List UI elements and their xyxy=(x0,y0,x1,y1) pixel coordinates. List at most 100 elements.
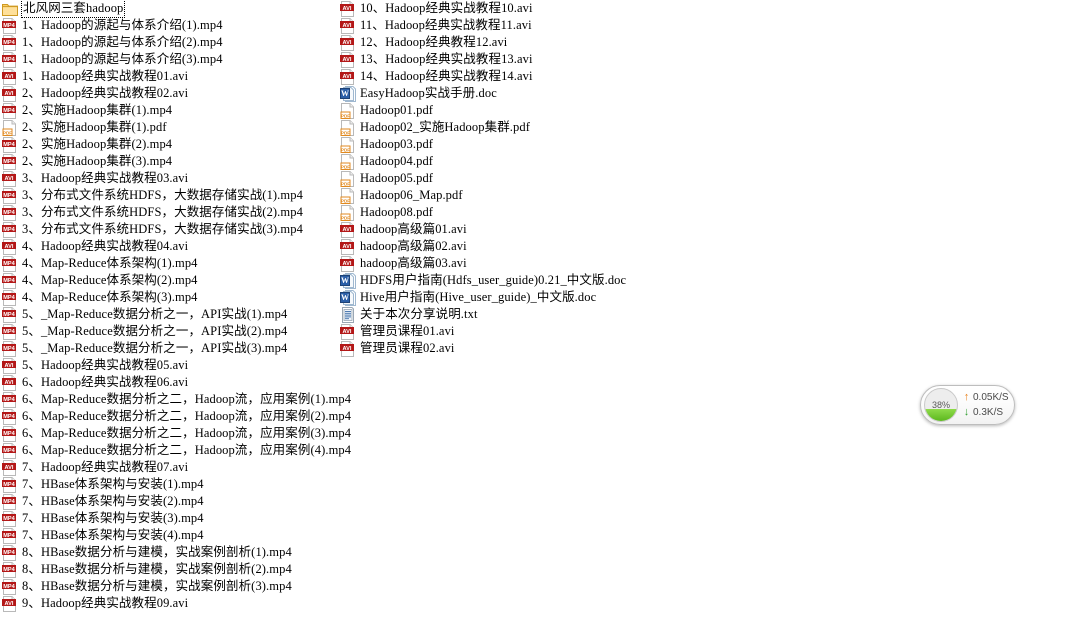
svg-text:MP4: MP4 xyxy=(3,108,15,114)
svg-text:AVI: AVI xyxy=(5,601,14,607)
file-row[interactable]: W HDFS用户指南(Hdfs_user_guide)0.21_中文版.doc xyxy=(338,272,626,289)
speed-readout: ↑ 0.05K/S ↓ 0.3K/S xyxy=(962,391,1009,420)
file-name-label: 6、Map-Reduce数据分析之二，Hadoop流，应用案例(3).mp4 xyxy=(22,426,352,440)
mp4-icon: MP4 xyxy=(2,221,18,238)
svg-text:AVI: AVI xyxy=(5,91,14,97)
file-row[interactable]: MP4 8、HBase数据分析与建模，实战案例剖析(2).mp4 xyxy=(0,561,351,578)
svg-text:AVI: AVI xyxy=(343,244,352,250)
file-row[interactable]: AVI 14、Hadoop经典实战教程14.avi xyxy=(338,68,626,85)
avi-icon: AVI xyxy=(2,595,18,612)
svg-text:AVI: AVI xyxy=(5,380,14,386)
svg-text:MP4: MP4 xyxy=(3,57,15,63)
svg-text:MP4: MP4 xyxy=(3,278,15,284)
pdf-icon: PDF xyxy=(340,119,356,136)
svg-text:AVI: AVI xyxy=(343,346,352,352)
file-name-label: 14、Hadoop经典实战教程14.avi xyxy=(360,69,533,83)
svg-text:PDF: PDF xyxy=(341,147,350,152)
file-name-label: 关于本次分享说明.txt xyxy=(360,307,478,321)
svg-text:AVI: AVI xyxy=(5,176,14,182)
file-row[interactable]: MP4 6、Map-Reduce数据分析之二，Hadoop流，应用案例(3).mp… xyxy=(0,425,351,442)
svg-text:MP4: MP4 xyxy=(3,567,15,573)
doc-icon: W xyxy=(340,289,356,306)
svg-text:MP4: MP4 xyxy=(3,516,15,522)
doc-icon: W xyxy=(340,272,356,289)
file-name-label: 8、HBase数据分析与建模，实战案例剖析(2).mp4 xyxy=(22,562,292,576)
file-name-label: 5、Hadoop经典实战教程05.avi xyxy=(22,358,189,372)
file-name-label: 管理员课程02.avi xyxy=(360,341,455,355)
download-speed-row: ↓ 0.3K/S xyxy=(962,406,1009,420)
svg-text:AVI: AVI xyxy=(5,244,14,250)
file-row[interactable]: AVI 管理员课程02.avi xyxy=(338,340,626,357)
file-name-label: HDFS用户指南(Hdfs_user_guide)0.21_中文版.doc xyxy=(360,273,627,287)
mp4-icon: MP4 xyxy=(2,408,18,425)
svg-text:AVI: AVI xyxy=(5,74,14,80)
mp4-icon: MP4 xyxy=(2,578,18,595)
file-name-label: Hadoop01.pdf xyxy=(360,103,434,117)
network-speed-widget[interactable]: 38% ↑ 0.05K/S ↓ 0.3K/S xyxy=(920,385,1015,425)
file-name-label: 10、Hadoop经典实战教程10.avi xyxy=(360,1,533,15)
file-name-label: 3、分布式文件系统HDFS，大数据存储实战(1).mp4 xyxy=(22,188,303,202)
avi-icon: AVI xyxy=(2,68,18,85)
svg-text:MP4: MP4 xyxy=(3,431,15,437)
file-row[interactable]: 关于本次分享说明.txt xyxy=(338,306,626,323)
svg-text:AVI: AVI xyxy=(343,74,352,80)
upload-speed-value: 0.05K/S xyxy=(973,392,1009,403)
mp4-icon: MP4 xyxy=(2,255,18,272)
file-row[interactable]: MP4 3、分布式文件系统HDFS，大数据存储实战(3).mp4 xyxy=(0,221,351,238)
file-row-selected[interactable]: 北风网三套hadoop xyxy=(0,0,351,18)
file-name-label: 3、分布式文件系统HDFS，大数据存储实战(3).mp4 xyxy=(22,222,303,236)
pdf-icon: PDF xyxy=(2,119,18,136)
file-name-label: 13、Hadoop经典实战教程13.avi xyxy=(360,52,533,66)
